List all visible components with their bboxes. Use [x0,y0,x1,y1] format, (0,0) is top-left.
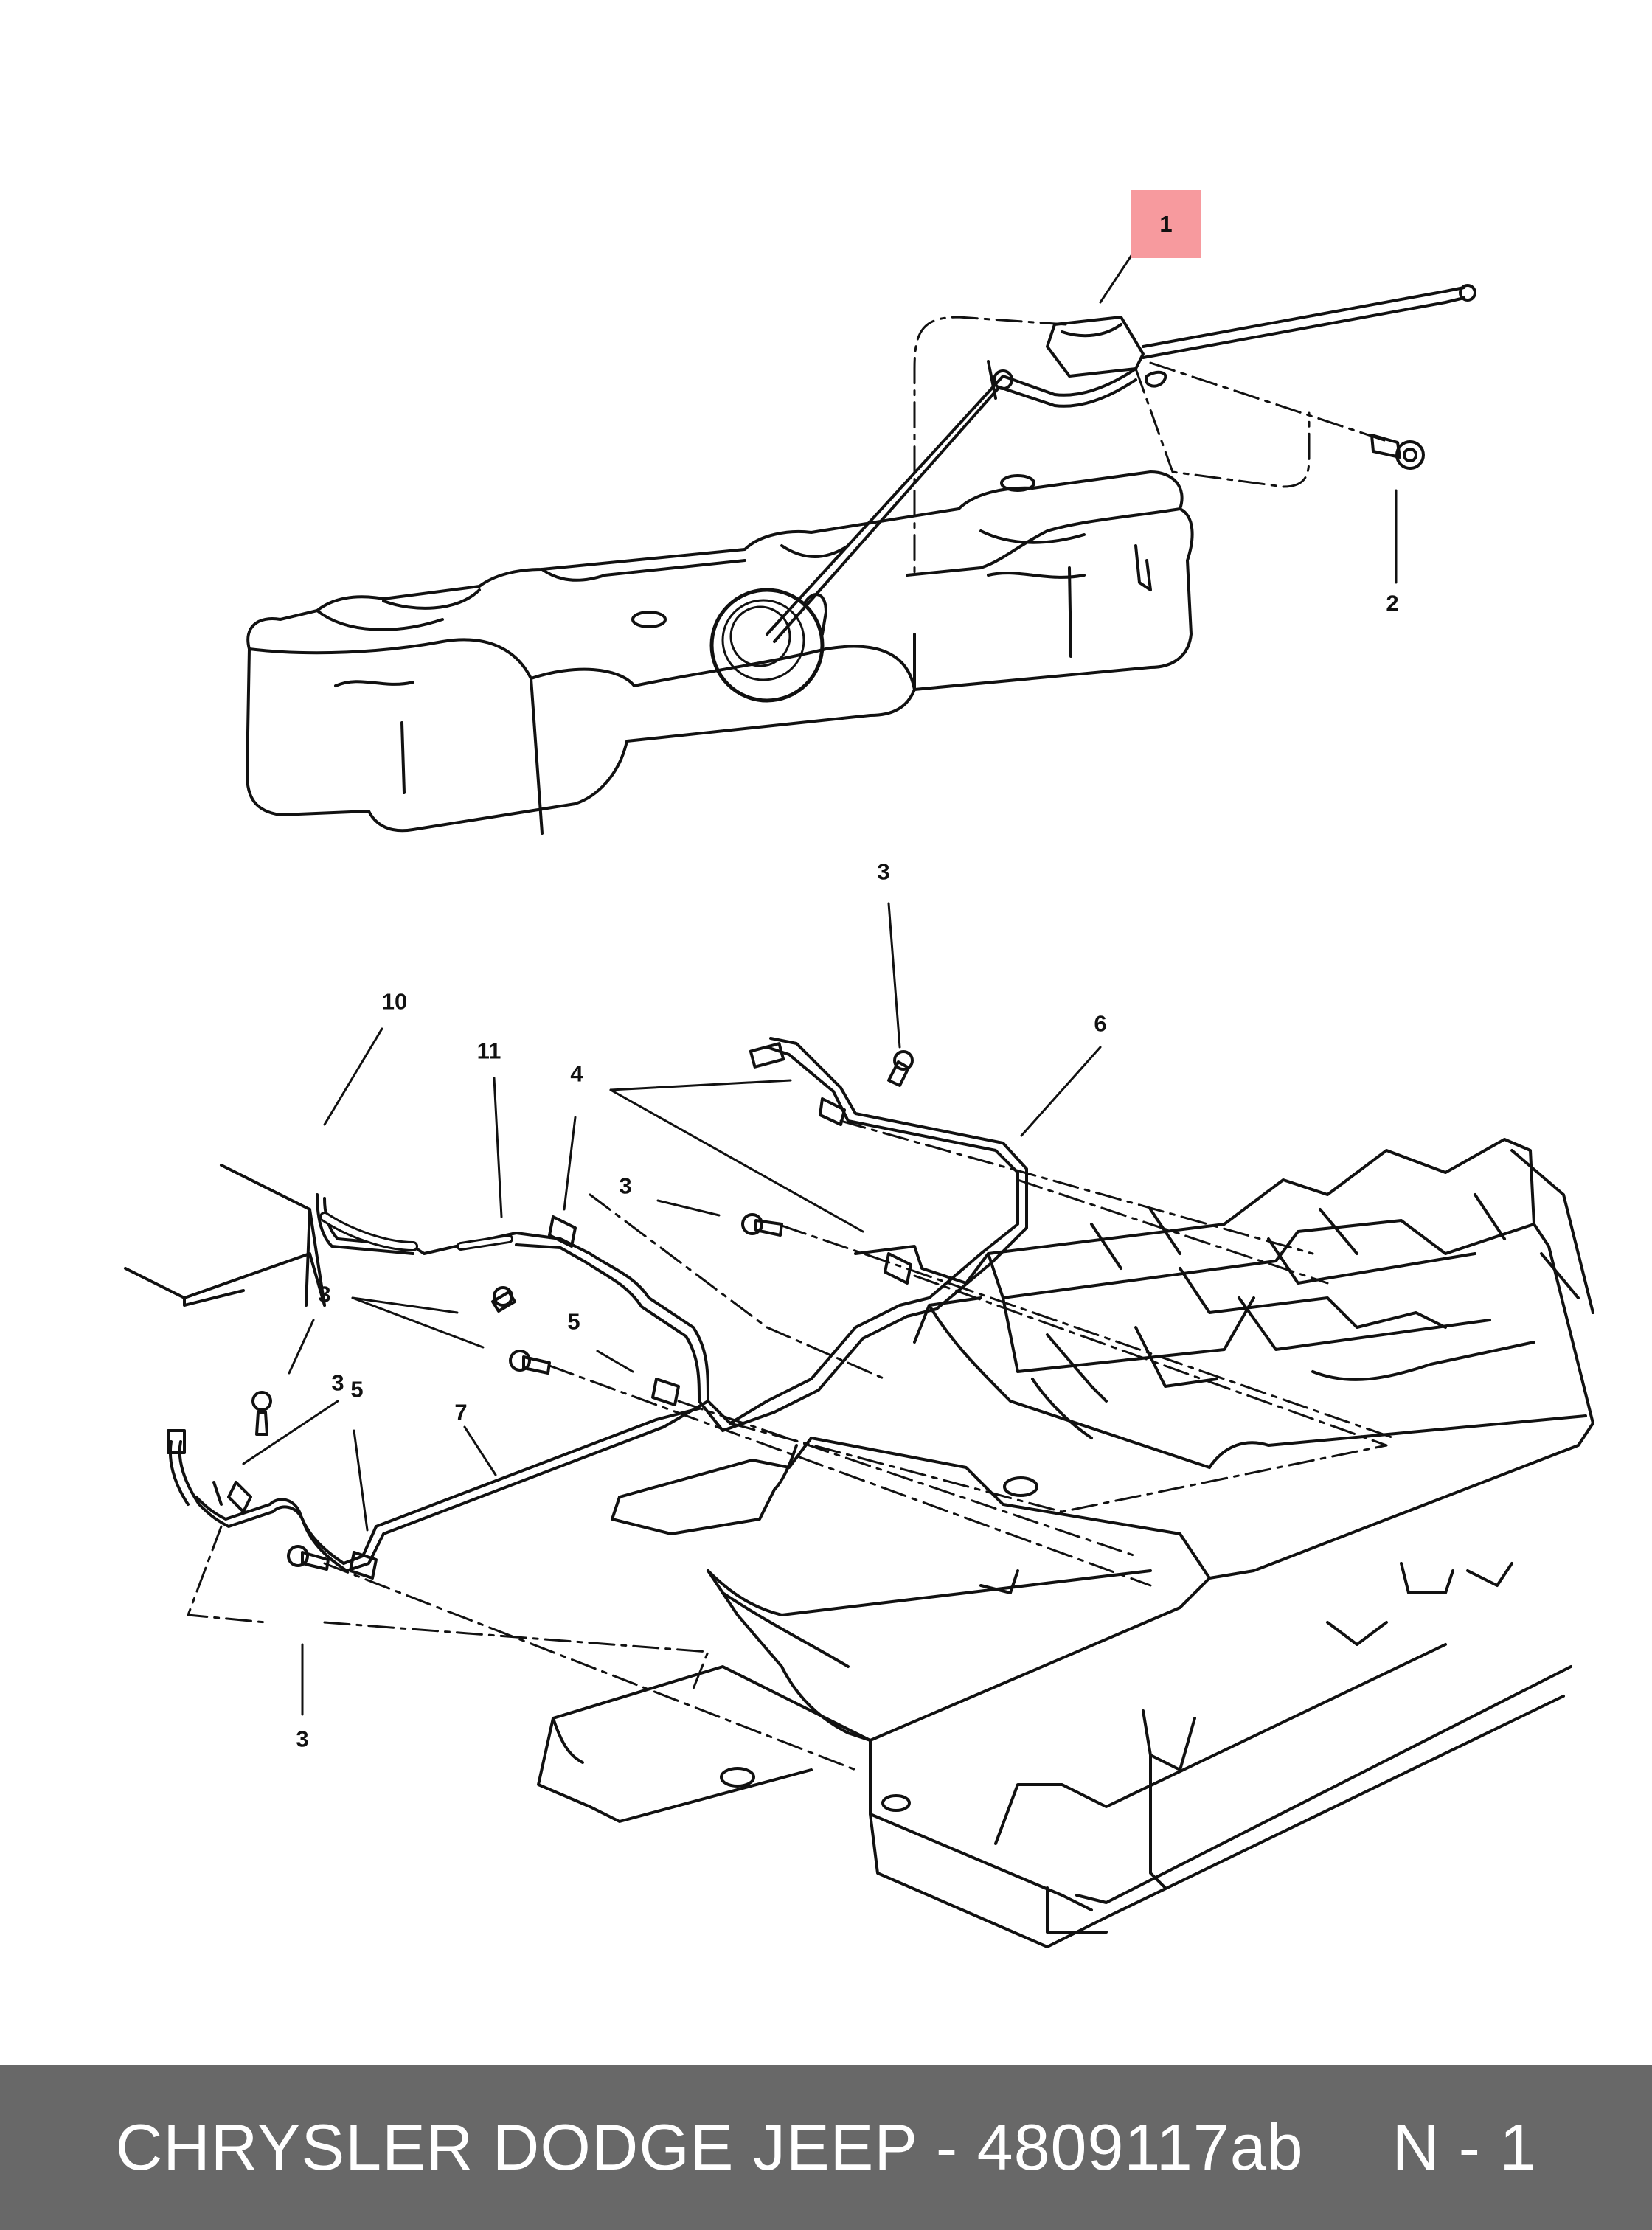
callout-4-label: 4 [570,1060,583,1087]
footer-bar: CHRYSLER DODGE JEEP - 4809117ab N - 1 [0,2065,1652,2230]
callout-5-label-left: 5 [350,1376,364,1403]
bolts-item-3 [251,1050,914,1571]
page-number-label: N - 1 [1392,2111,1537,2184]
part-number-label: CHRYSLER DODGE JEEP - 4809117ab [115,2111,1304,2184]
callout-3-label-top: 3 [877,858,890,885]
bolt-item-2 [1370,434,1425,470]
fuel-lines-lower [167,1037,1028,1572]
leader-lines-lower [187,1119,1395,1771]
callout-1-label: 1 [1159,211,1173,237]
callout-3-label-bottom: 3 [296,1726,309,1752]
callout-10-label: 10 [381,988,408,1015]
callout-2-label: 2 [1386,590,1399,616]
callout-11-label: 11 [476,1038,502,1064]
leader-lines-upper [913,316,1388,577]
callout-5-label-center: 5 [567,1308,580,1335]
callout-3-label-left: 3 [318,1281,331,1307]
callout-leaders-upper [1099,242,1398,584]
parts-diagram [124,190,1594,1948]
callout-6-label: 6 [1094,1010,1107,1037]
clips [227,1097,912,1580]
callout-7-label: 7 [454,1399,468,1425]
fuel-tank [246,470,1194,835]
callout-3-label-lower-left: 3 [331,1369,344,1396]
callout-3-label-center: 3 [619,1173,632,1199]
vehicle-underbody [124,1138,1594,1948]
callout-1-highlight [1131,190,1201,258]
callout-leaders-lower [242,902,1102,1716]
fuel-filter-assembly [766,284,1476,643]
hose-item-11 [319,1212,513,1251]
